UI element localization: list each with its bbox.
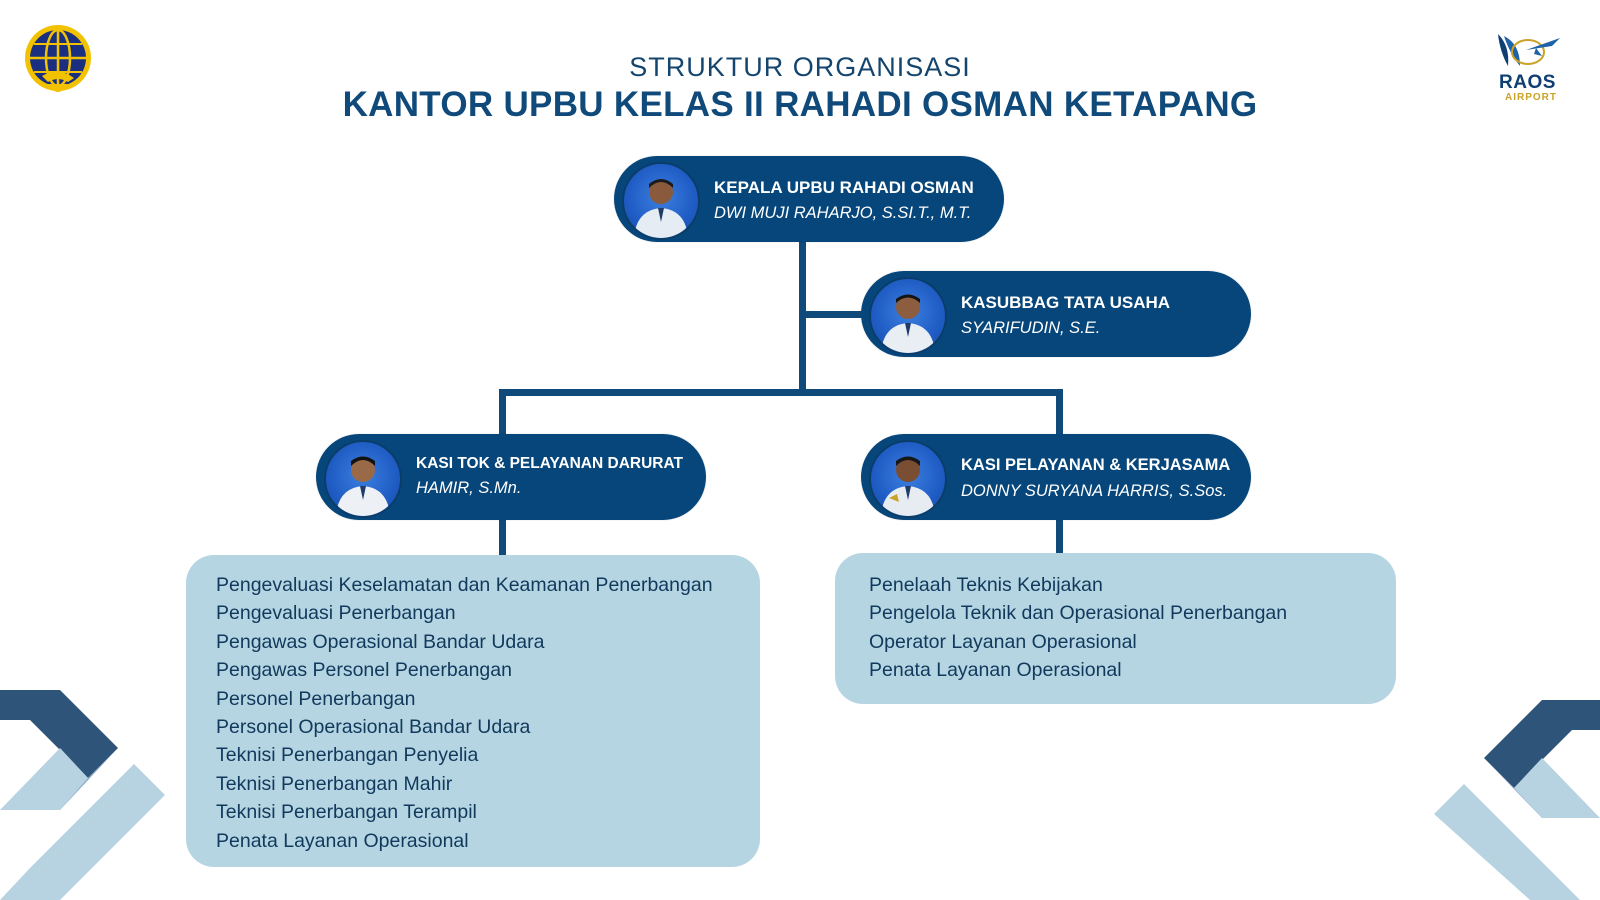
list-item: Pengawas Operasional Bandar Udara: [216, 630, 545, 653]
person-photo-icon: [881, 294, 935, 353]
chart-title: KANTOR UPBU KELAS II RAHADI OSMAN KETAPA…: [342, 85, 1258, 124]
raos-airport-logo-icon: [1498, 34, 1560, 66]
avatar: [622, 162, 700, 240]
raos-logo-text: RAOS: [1499, 72, 1556, 93]
node-person-name: DONNY SURYANA HARRIS, S.Sos.: [961, 482, 1228, 500]
node-head: KEPALA UPBU RAHADI OSMAN DWI MUJI RAHARJ…: [614, 156, 1004, 242]
avatar: [869, 440, 947, 518]
decorative-chevron-right: [1434, 700, 1600, 900]
ministry-emblem-icon: [25, 25, 91, 92]
person-photo-icon: [634, 179, 688, 238]
list-item: Teknisi Penerbangan Penyelia: [216, 744, 479, 767]
list-item: Penata Layanan Operasional: [216, 829, 469, 852]
connector-admin-branch: [805, 311, 865, 318]
node-role: KASI TOK & PELAYANAN DARURAT: [416, 455, 683, 472]
decorative-chevron-left: [0, 690, 165, 900]
person-photo-icon: [881, 456, 935, 516]
person-photo-icon: [336, 456, 390, 516]
list-tok: Pengevaluasi Keselamatan dan Keamanan Pe…: [186, 555, 760, 867]
airport-logo-text: AIRPORT: [1505, 92, 1557, 103]
connector-head-trunk: [799, 240, 806, 395]
node-role: KEPALA UPBU RAHADI OSMAN: [714, 178, 974, 197]
connector-right-list: [1056, 520, 1063, 556]
list-item: Pengelola Teknik dan Operasional Penerba…: [869, 602, 1288, 625]
node-service: KASI PELAYANAN & KERJASAMA DONNY SURYANA…: [861, 434, 1251, 520]
list-item: Teknisi Penerbangan Mahir: [216, 772, 453, 795]
chart-subtitle: STRUKTUR ORGANISASI: [629, 52, 971, 82]
list-item: Pengevaluasi Keselamatan dan Keamanan Pe…: [216, 574, 713, 596]
list-items: Penelaah Teknis Kebijakan Pengelola Tekn…: [869, 571, 1287, 685]
node-role: KASI PELAYANAN & KERJASAMA: [961, 456, 1231, 474]
avatar: [324, 440, 402, 518]
node-person-name: DWI MUJI RAHARJO, S.SI.T., M.T.: [714, 204, 972, 222]
connector-right-drop: [1056, 389, 1063, 439]
list-item: Teknisi Penerbangan Terampil: [216, 801, 477, 824]
list-items: Pengevaluasi Keselamatan dan Keamanan Pe…: [216, 571, 713, 855]
connector-horizontal-bar: [499, 389, 1063, 396]
node-person-name: HAMIR, S.Mn.: [416, 479, 522, 497]
avatar: [869, 277, 947, 355]
list-item: Penelaah Teknis Kebijakan: [869, 574, 1103, 596]
node-admin: KASUBBAG TATA USAHA SYARIFUDIN, S.E.: [861, 271, 1251, 357]
node-role: KASUBBAG TATA USAHA: [961, 293, 1171, 312]
list-service: Penelaah Teknis Kebijakan Pengelola Tekn…: [835, 553, 1396, 704]
list-item: Pengevaluasi Penerbangan: [216, 602, 456, 625]
list-item: Pengawas Personel Penerbangan: [216, 659, 512, 682]
list-item: Personel Operasional Bandar Udara: [216, 716, 531, 739]
node-person-name: SYARIFUDIN, S.E.: [961, 319, 1101, 337]
list-item: Operator Layanan Operasional: [869, 630, 1137, 653]
connector-left-drop: [499, 389, 506, 439]
list-item: Personel Penerbangan: [216, 687, 416, 710]
list-item: Penata Layanan Operasional: [869, 659, 1122, 682]
connector-left-list: [499, 520, 506, 556]
node-tok: KASI TOK & PELAYANAN DARURAT HAMIR, S.Mn…: [316, 434, 706, 520]
